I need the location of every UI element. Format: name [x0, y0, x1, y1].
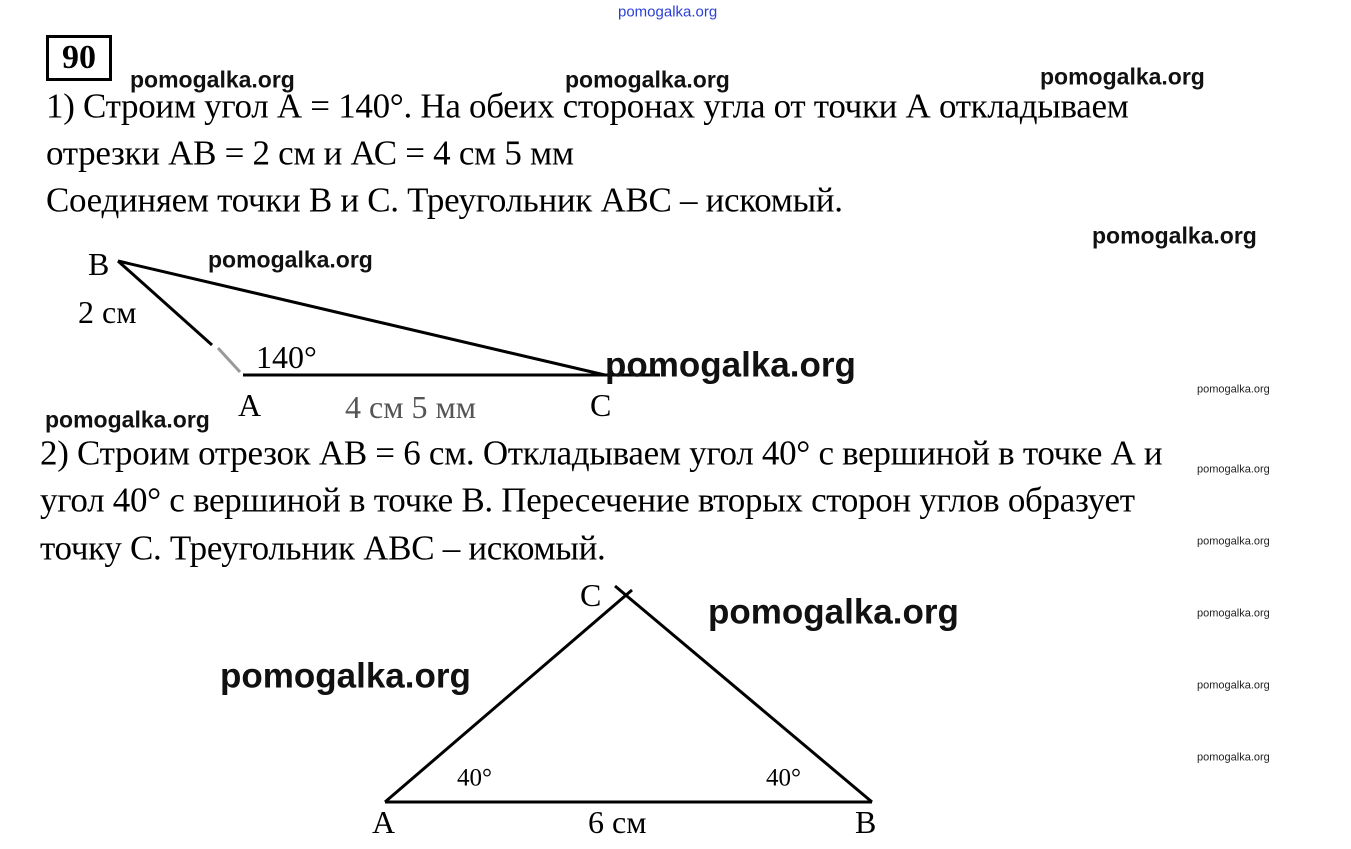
watermark: pomogalka.org — [1197, 383, 1270, 396]
label-angle-b: 40° — [766, 764, 801, 792]
label-a: A — [372, 804, 396, 840]
watermark: pomogalka.org — [1092, 222, 1257, 249]
label-ac-length: 4 см 5 мм — [345, 389, 476, 425]
watermark: pomogalka.org — [1197, 607, 1270, 620]
watermark: pomogalka.org — [1197, 679, 1270, 692]
part2-line-2: угол 40° с вершиной в точке В. Пересечен… — [40, 480, 1135, 520]
label-ab-length: 2 см — [78, 294, 137, 330]
part1-line-2: отрезки АВ = 2 см и АС = 4 см 5 мм — [46, 133, 574, 173]
triangle-1 — [117, 259, 660, 377]
watermark: pomogalka.org — [565, 66, 730, 93]
watermark: pomogalka.org — [220, 656, 471, 696]
label-angle: 140° — [256, 339, 317, 375]
watermark: pomogalka.org — [208, 246, 373, 273]
part1-line-1: 1) Строим угол А = 140°. На обеих сторон… — [46, 86, 1129, 126]
side-ac — [384, 588, 633, 804]
watermark: pomogalka.org — [130, 66, 295, 93]
label-angle-a: 40° — [457, 764, 492, 792]
side-ba — [117, 259, 213, 347]
watermark-top: pomogalka.org — [618, 3, 718, 21]
part1-line-3: Соединяем точки В и С. Треугольник АВС –… — [46, 180, 843, 220]
watermark: pomogalka.org — [1040, 63, 1205, 90]
watermark: pomogalka.org — [605, 345, 856, 385]
part2-line-1: 2) Строим отрезок АВ = 6 см. Откладываем… — [40, 433, 1163, 473]
label-b: B — [855, 804, 877, 840]
watermark: pomogalka.org — [1197, 535, 1270, 548]
watermark: pomogalka.org — [45, 406, 210, 433]
label-a: A — [238, 387, 262, 423]
side-bc — [614, 584, 873, 804]
label-c: C — [590, 387, 612, 423]
label-c: C — [580, 577, 602, 613]
label-ab-length: 6 см — [588, 804, 647, 840]
side-bc — [117, 259, 606, 377]
triangle-2 — [384, 584, 873, 804]
watermark: pomogalka.org — [1197, 751, 1270, 764]
side-ba-tick — [216, 346, 242, 374]
label-b: B — [88, 246, 110, 282]
problem-number: 90 — [46, 35, 112, 81]
watermark: pomogalka.org — [1197, 463, 1270, 476]
part2-line-3: точку С. Треугольник АВС – искомый. — [40, 528, 606, 568]
watermark: pomogalka.org — [708, 592, 959, 632]
